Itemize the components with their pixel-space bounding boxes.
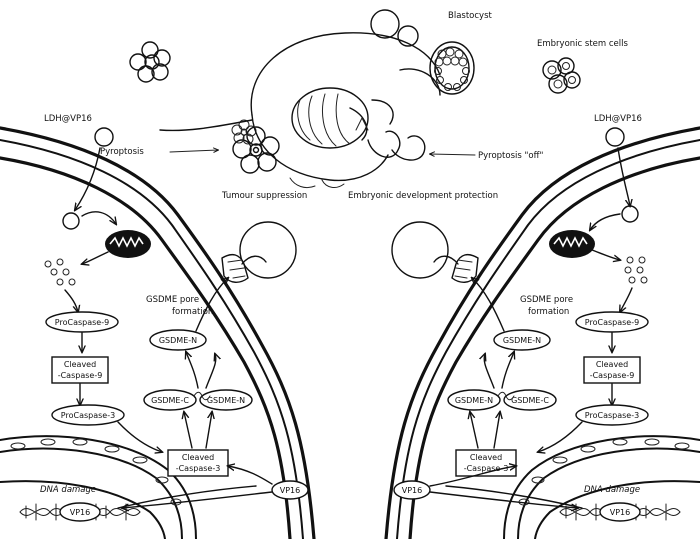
pyroptosis-off-label: Pyroptosis "off" [478,151,543,161]
left-nucleus [0,435,197,539]
cleaved-caspase9-node-left: Cleaved -Caspase-9 [51,356,109,384]
gsdme-pore-left [221,221,297,283]
cleaved-caspase3-node-left: Cleaved -Caspase-3 [167,449,229,477]
procaspase3-node-left: ProCaspase-3 [51,404,125,426]
svg-text:GSDME-C: GSDME-C [151,396,189,405]
svg-text:VP16: VP16 [402,486,422,495]
svg-text:ProCaspase-3: ProCaspase-3 [585,411,639,420]
blastocyst-icon [429,41,475,95]
ldh-vp16-label-right: LDH@VP16 [594,114,642,124]
cytochrome-c-dots-right [624,256,648,284]
blastocyst-label: Blastocyst [448,11,492,21]
procaspase9-node-left: ProCaspase-9 [45,311,119,333]
mitochondrion-icon-right [549,230,595,258]
embryonic-stem-cells-icon [542,57,581,94]
svg-text:-Caspase-3: -Caspase-3 [176,464,221,473]
vp16-node-left: VP16 [271,480,309,500]
dna-damage-label-left: DNA damage [40,485,96,495]
mitochondrion-icon-left [105,230,151,258]
left-cell-membrane [0,126,316,539]
ldh-vp16-label-left: LDH@VP16 [44,114,92,124]
ldh-vp16-particle-left [94,127,114,147]
svg-text:VP16: VP16 [70,508,90,517]
svg-text:GSDME-C: GSDME-C [511,396,549,405]
vp16-dna-node-right: VP16 [599,502,641,522]
svg-text:Cleaved: Cleaved [182,453,214,462]
gsdme-c-node-right: GSDME-C [503,389,557,411]
svg-text:-Caspase-9: -Caspase-9 [58,371,103,380]
svg-text:VP16: VP16 [610,508,630,517]
svg-text:Cleaved: Cleaved [596,360,628,369]
svg-text:-Caspase-9: -Caspase-9 [590,371,635,380]
cytochrome-c-dots-left [44,258,76,286]
cell-cluster-icon [129,41,171,83]
embryonic-protection-label: Embryonic development protection [348,191,498,201]
svg-text:GSDME-N: GSDME-N [207,396,245,405]
svg-text:ProCaspase-9: ProCaspase-9 [585,318,639,327]
gsdme-pore-label-left-2: formation [172,307,213,317]
svg-text:Cleaved: Cleaved [470,453,502,462]
gsdme-c-node-left: GSDME-C [143,389,197,411]
svg-text:GSDME-N: GSDME-N [455,396,493,405]
ldh-vp16-particle-right [605,127,625,147]
cleaved-caspase9-node-right: Cleaved -Caspase-9 [583,356,641,384]
procaspase9-node-right: ProCaspase-9 [575,311,649,333]
procaspase3-node-right: ProCaspase-3 [575,404,649,426]
vp16-node-right: VP16 [393,480,431,500]
released-particle-left [62,212,80,230]
svg-text:GSDME-N: GSDME-N [503,336,541,345]
svg-text:Cleaved: Cleaved [64,360,96,369]
gsdme-n-node-right: GSDME-N [447,389,501,411]
gsdme-n-node-left: GSDME-N [199,389,253,411]
svg-text:ProCaspase-3: ProCaspase-3 [61,411,115,420]
svg-text:-Caspase-3: -Caspase-3 [464,464,509,473]
right-cell-membrane [384,126,700,539]
dna-damage-label-right: DNA damage [584,485,640,495]
svg-text:GSDME-N: GSDME-N [159,336,197,345]
gsdme-pore-right [391,221,479,283]
released-particle-right [621,205,639,223]
tumour-suppression-label: Tumour suppression [221,191,307,201]
gsdme-pore-label-right-2: formation [528,307,569,317]
pyroptotic-cell-cluster-icon [232,126,280,174]
gsdme-pore-label-left: GSDME pore [146,295,199,305]
mouse-illustration-icon [159,9,441,189]
cleaved-caspase3-node-right: Cleaved -Caspase-3 [455,449,517,477]
embryonic-stem-cells-label: Embryonic stem cells [537,39,628,49]
gsdme-n-node-left-top: GSDME-N [149,329,207,351]
gsdme-pore-label-right: GSDME pore [520,295,573,305]
svg-text:ProCaspase-9: ProCaspase-9 [55,318,109,327]
vp16-dna-node-left: VP16 [59,502,101,522]
svg-text:VP16: VP16 [280,486,300,495]
gsdme-n-node-right-top: GSDME-N [493,329,551,351]
pyroptosis-label-left: Pyroptosis [100,147,144,157]
